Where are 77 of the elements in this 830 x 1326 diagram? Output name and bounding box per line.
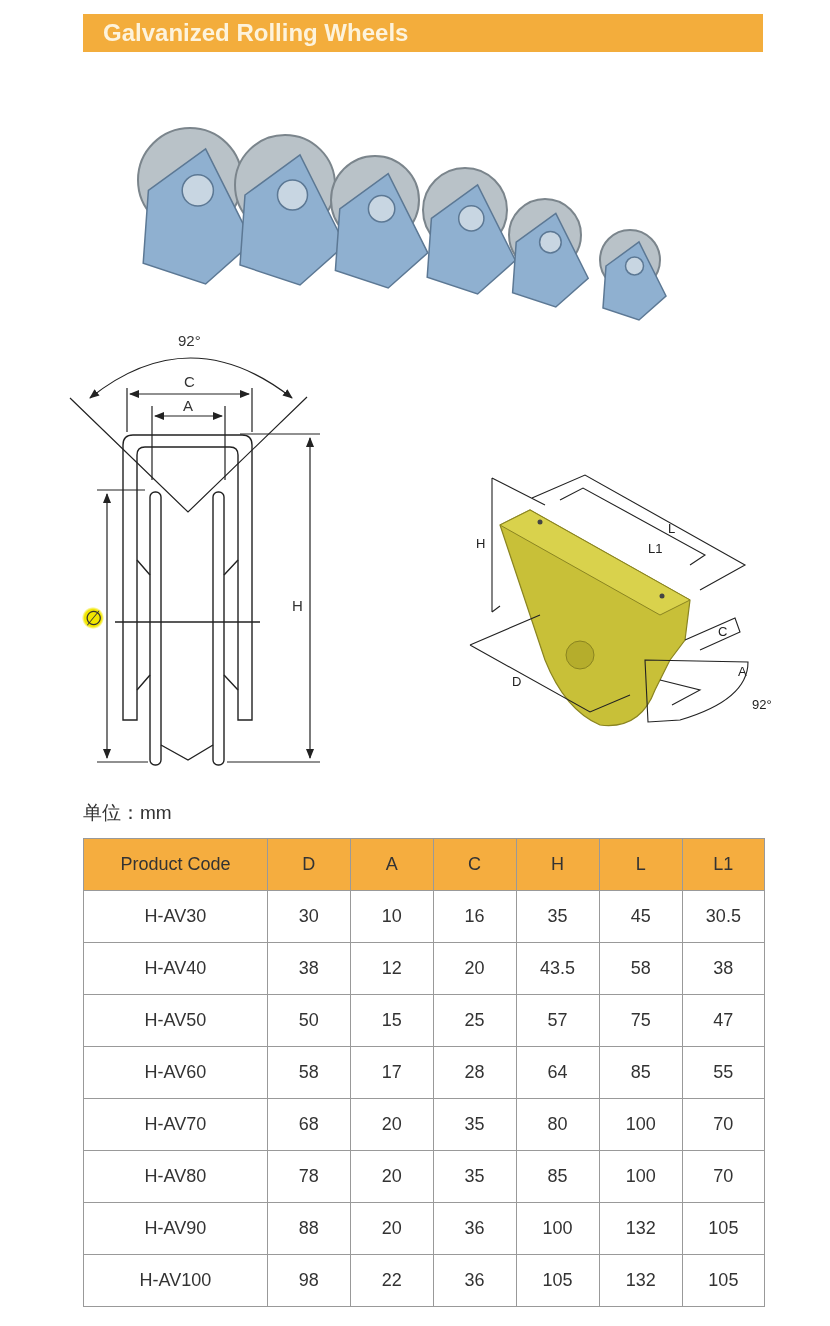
table-cell: 20 xyxy=(350,1150,434,1203)
table-cell: 25 xyxy=(433,994,517,1047)
table-cell: 45 xyxy=(599,890,683,943)
table-cell: 15 xyxy=(350,994,434,1047)
diameter-symbol: ∅ xyxy=(82,607,104,629)
angle-label: 92° xyxy=(752,698,772,712)
row-header: H-AV100 xyxy=(83,1254,268,1307)
dimension-label: D xyxy=(512,675,522,689)
row-header: H-AV70 xyxy=(83,1098,268,1151)
row-header: H-AV50 xyxy=(83,994,268,1047)
table-cell: 57 xyxy=(516,994,600,1047)
row-header: H-AV30 xyxy=(83,890,268,943)
table-cell: 38 xyxy=(682,942,765,995)
table-cell: 105 xyxy=(682,1254,765,1307)
column-header: H xyxy=(516,838,600,891)
column-header: D xyxy=(267,838,351,891)
table-cell: 43.5 xyxy=(516,942,600,995)
dimension-label: H xyxy=(292,598,303,614)
table-cell: 20 xyxy=(350,1202,434,1255)
table-cell: 36 xyxy=(433,1254,517,1307)
table-cell: 85 xyxy=(599,1046,683,1099)
table-cell: 38 xyxy=(267,942,351,995)
table-cell: 75 xyxy=(599,994,683,1047)
table-cell: 100 xyxy=(599,1098,683,1151)
column-header: L1 xyxy=(682,838,765,891)
dimension-label: H xyxy=(476,537,486,551)
table-cell: 35 xyxy=(433,1150,517,1203)
row-header: H-AV40 xyxy=(83,942,268,995)
dimension-label: C xyxy=(184,374,195,390)
table-cell: 58 xyxy=(599,942,683,995)
table-cell: 70 xyxy=(682,1098,765,1151)
row-header: H-AV90 xyxy=(83,1202,268,1255)
table-cell: 132 xyxy=(599,1254,683,1307)
column-header: A xyxy=(350,838,434,891)
table-cell: 85 xyxy=(516,1150,600,1203)
column-header: Product Code xyxy=(83,838,268,891)
dimension-label: L xyxy=(668,522,676,536)
table-cell: 50 xyxy=(267,994,351,1047)
unit-note: 单位：mm xyxy=(83,802,172,824)
table-cell: 55 xyxy=(682,1046,765,1099)
table-cell: 20 xyxy=(350,1098,434,1151)
table-cell: 30 xyxy=(267,890,351,943)
table-cell: 17 xyxy=(350,1046,434,1099)
table-cell: 22 xyxy=(350,1254,434,1307)
table-cell: 30.5 xyxy=(682,890,765,943)
title-banner: Galvanized Rolling Wheels xyxy=(83,14,763,52)
table-cell: 100 xyxy=(516,1202,600,1255)
dimension-label: L1 xyxy=(648,542,663,556)
table-cell: 10 xyxy=(350,890,434,943)
table-cell: 47 xyxy=(682,994,765,1047)
table-cell: 132 xyxy=(599,1202,683,1255)
table-cell: 35 xyxy=(433,1098,517,1151)
dimension-label: C xyxy=(718,625,728,639)
table-cell: 105 xyxy=(516,1254,600,1307)
row-header: H-AV80 xyxy=(83,1150,268,1203)
table-cell: 78 xyxy=(267,1150,351,1203)
row-header: H-AV60 xyxy=(83,1046,268,1099)
dimension-label: A xyxy=(738,665,747,679)
table-cell: 35 xyxy=(516,890,600,943)
table-cell: 98 xyxy=(267,1254,351,1307)
table-cell: 100 xyxy=(599,1150,683,1203)
table-cell: 36 xyxy=(433,1202,517,1255)
table-cell: 88 xyxy=(267,1202,351,1255)
table-cell: 28 xyxy=(433,1046,517,1099)
column-header: C xyxy=(433,838,517,891)
table-cell: 68 xyxy=(267,1098,351,1151)
dimension-label: A xyxy=(183,398,193,414)
table-cell: 70 xyxy=(682,1150,765,1203)
angle-label: 92° xyxy=(178,333,201,349)
table-cell: 20 xyxy=(433,942,517,995)
table-cell: 64 xyxy=(516,1046,600,1099)
table-cell: 12 xyxy=(350,942,434,995)
column-header: L xyxy=(599,838,683,891)
table-cell: 16 xyxy=(433,890,517,943)
table-cell: 58 xyxy=(267,1046,351,1099)
table-cell: 105 xyxy=(682,1202,765,1255)
table-cell: 80 xyxy=(516,1098,600,1151)
